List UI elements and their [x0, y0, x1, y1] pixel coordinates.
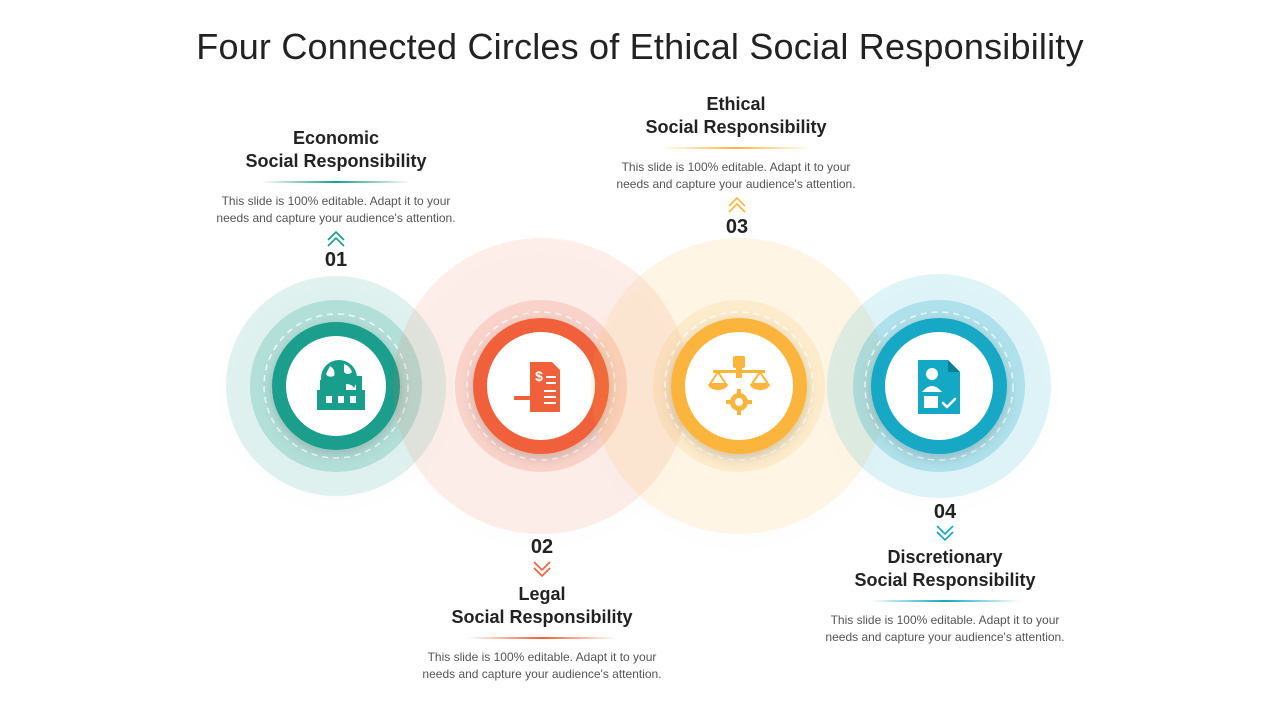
circle-ethical	[591, 238, 887, 534]
heading-line-2: Social Responsibility	[451, 607, 633, 627]
text-block-economic: Economic Social Responsibility This slid…	[176, 127, 496, 227]
heading-line-1: Discretionary	[887, 547, 1003, 567]
step-number-04: 04	[933, 501, 957, 523]
description-line-1: This slide is 100% editable. Adapt it to…	[621, 160, 851, 174]
profile-document-check-icon	[918, 360, 960, 414]
text-block-legal: Legal Social Responsibility This slide i…	[382, 583, 702, 683]
text-block-ethical: Ethical Social Responsibility This slide…	[576, 93, 896, 193]
heading: Discretionary Social Responsibility	[785, 546, 1105, 592]
description-line-2: needs and capture your audience's attent…	[616, 177, 856, 191]
description-line-2: needs and capture your audience's attent…	[216, 211, 456, 225]
chevron-down-icon-02	[533, 561, 551, 578]
gavel-document-icon: $	[514, 362, 560, 412]
scales-fist-gear-icon	[708, 356, 770, 415]
slide-title: Four Connected Circles of Ethical Social…	[196, 26, 1084, 67]
heading: Economic Social Responsibility	[176, 127, 496, 173]
description: This slide is 100% editable. Adapt it to…	[785, 612, 1105, 646]
heading-line-1: Ethical	[706, 94, 766, 114]
heading-line-2: Social Responsibility	[245, 151, 427, 171]
heading-line-2: Social Responsibility	[645, 117, 827, 137]
chevron-up-icon-03	[728, 196, 746, 213]
description-line-1: This slide is 100% editable. Adapt it to…	[427, 650, 657, 664]
svg-text:$: $	[535, 368, 543, 384]
step-number-02: 02	[530, 536, 554, 558]
description-line-1: This slide is 100% editable. Adapt it to…	[221, 194, 451, 208]
heading-underline	[661, 147, 811, 149]
heading: Legal Social Responsibility	[382, 583, 702, 629]
globe-factory-icon	[317, 360, 365, 410]
description: This slide is 100% editable. Adapt it to…	[382, 649, 702, 683]
step-number-03: 03	[725, 216, 749, 238]
text-block-discretionary: Discretionary Social Responsibility This…	[785, 546, 1105, 646]
heading-underline	[870, 600, 1020, 602]
heading-line-1: Economic	[292, 128, 380, 148]
chevron-down-icon-04	[936, 525, 954, 542]
description-line-2: needs and capture your audience's attent…	[825, 630, 1065, 644]
description: This slide is 100% editable. Adapt it to…	[576, 159, 896, 193]
chevron-up-icon-01	[327, 230, 345, 247]
description-line-2: needs and capture your audience's attent…	[422, 667, 662, 681]
step-number-01: 01	[324, 249, 348, 271]
description-line-1: This slide is 100% editable. Adapt it to…	[830, 613, 1060, 627]
heading-line-2: Social Responsibility	[854, 570, 1036, 590]
heading-underline	[467, 637, 617, 639]
heading-line-1: Legal	[518, 584, 566, 604]
heading-underline	[261, 181, 411, 183]
heading: Ethical Social Responsibility	[576, 93, 896, 139]
description: This slide is 100% editable. Adapt it to…	[176, 193, 496, 227]
